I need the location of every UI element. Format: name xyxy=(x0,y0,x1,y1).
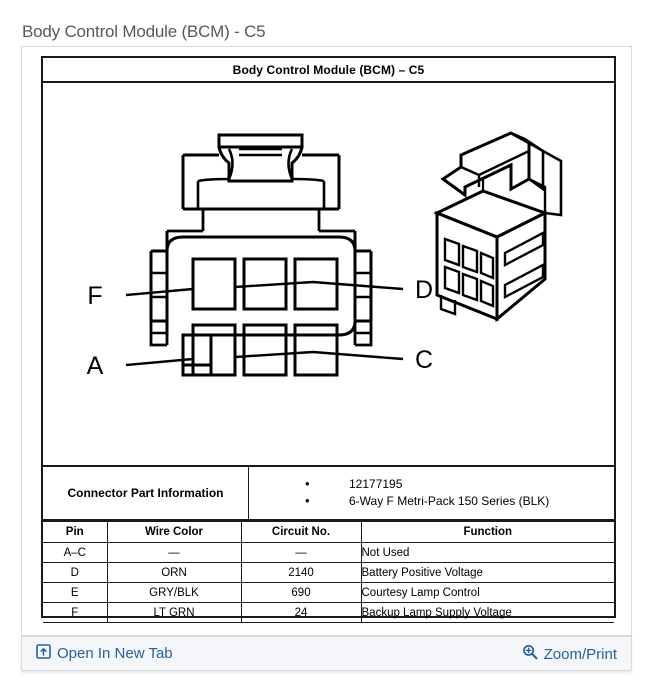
pin-col-header-wire-color: Wire Color xyxy=(106,520,242,543)
connector-info-label: Connector Part Information xyxy=(43,465,249,520)
viewer-footer-bar: Open In New Tab Zoom/Print xyxy=(21,636,632,671)
diagram-header-title: Body Control Module (BCM) – C5 xyxy=(232,62,425,77)
cell-circuit-no: — xyxy=(240,542,362,563)
pin-letter-labels: F D A C xyxy=(87,276,433,380)
cell-wire-color: LT GRN xyxy=(106,602,242,623)
connector-info-bullets: 12177195 6-Way F Metri-Pack 150 Series (… xyxy=(248,465,614,520)
cell-pin: A–C xyxy=(43,542,108,563)
connector-drawing-svg: F D A C xyxy=(87,131,563,380)
front-view-connector xyxy=(149,133,373,377)
diagram-sheet: Body Control Module (BCM) – C5 xyxy=(41,56,616,623)
table-row: F LT GRN 24 Backup Lamp Supply Voltage xyxy=(43,602,614,623)
pin-label-f: F xyxy=(87,282,102,310)
connector-bullet-item: 12177195 xyxy=(305,475,614,493)
page-title: Body Control Module (BCM) - C5 xyxy=(22,22,266,41)
diagram-header: Body Control Module (BCM) – C5 xyxy=(43,58,614,83)
magnifier-plus-icon xyxy=(522,644,538,664)
table-row: E GRY/BLK 690 Courtesy Lamp Control xyxy=(43,582,614,603)
connector-info-row: Connector Part Information 12177195 6-Wa… xyxy=(43,465,614,520)
external-link-icon xyxy=(36,644,51,663)
pin-col-header-circuit-no: Circuit No. xyxy=(240,520,362,543)
connector-part-information-table: Connector Part Information 12177195 6-Wa… xyxy=(43,465,614,520)
cell-wire-color: — xyxy=(106,542,242,563)
cell-pin: D xyxy=(43,562,108,583)
connector-drawing-area: F D A C xyxy=(43,83,614,465)
cell-function: Courtesy Lamp Control xyxy=(360,582,614,603)
leader-line-c-lower xyxy=(234,350,404,361)
cell-function: Not Used xyxy=(360,542,614,563)
pin-assignment-table: Pin Wire Color Circuit No. Function A–C … xyxy=(43,520,614,623)
cell-function: Battery Positive Voltage xyxy=(360,562,614,583)
pin-col-header-function: Function xyxy=(360,520,614,543)
connector-bullet-item: 6-Way F Metri-Pack 150 Series (BLK) xyxy=(305,492,614,510)
pin-leader-lines xyxy=(125,280,404,367)
cell-wire-color: ORN xyxy=(106,562,242,583)
table-row: D ORN 2140 Battery Positive Voltage xyxy=(43,562,614,583)
leader-line-f xyxy=(125,287,194,297)
pin-label-c: C xyxy=(415,346,433,374)
open-in-new-tab-button[interactable]: Open In New Tab xyxy=(36,644,173,663)
pin-label-d: D xyxy=(415,276,433,304)
cell-pin: E xyxy=(43,582,108,603)
open-in-new-tab-label: Open In New Tab xyxy=(57,645,173,662)
connector-bullet-list: 12177195 6-Way F Metri-Pack 150 Series (… xyxy=(249,475,614,510)
cell-circuit-no: 24 xyxy=(240,602,362,623)
leader-line-d-upper xyxy=(234,280,404,291)
leader-line-a xyxy=(125,357,194,367)
isometric-connector-illustration xyxy=(433,131,563,323)
cell-wire-color: GRY/BLK xyxy=(106,582,242,603)
pin-table-header-row: Pin Wire Color Circuit No. Function xyxy=(43,520,614,543)
cell-pin: F xyxy=(43,602,108,623)
pin-label-a: A xyxy=(87,352,104,380)
pin-col-header-pin: Pin xyxy=(43,520,108,543)
cell-circuit-no: 2140 xyxy=(240,562,362,583)
diagram-viewer-panel: Body Control Module (BCM) – C5 xyxy=(21,46,632,636)
cell-circuit-no: 690 xyxy=(240,582,362,603)
zoom-print-button[interactable]: Zoom/Print xyxy=(522,644,617,664)
table-row: A–C — — Not Used xyxy=(43,542,614,563)
cell-function: Backup Lamp Supply Voltage xyxy=(360,602,614,623)
zoom-print-label: Zoom/Print xyxy=(543,645,617,663)
